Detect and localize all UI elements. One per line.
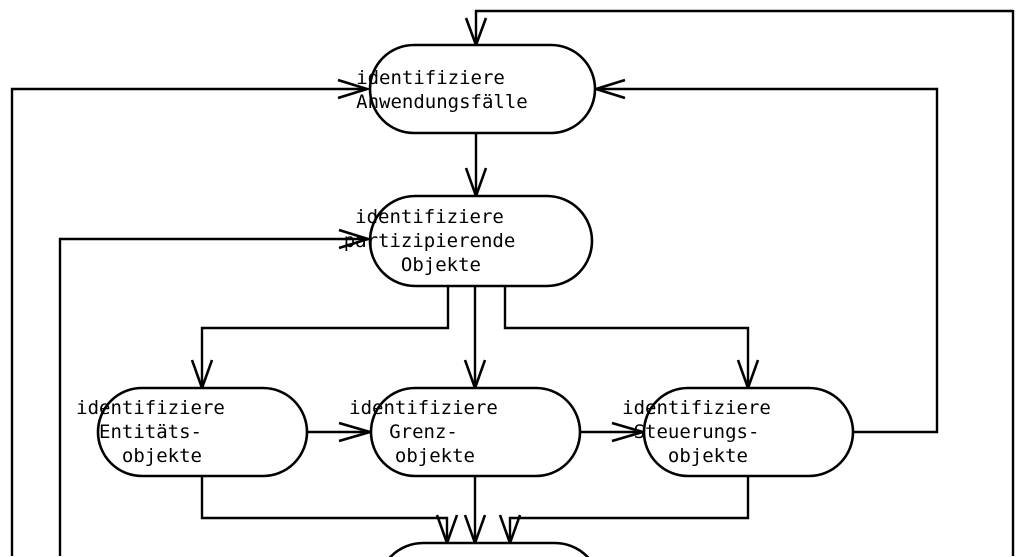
node-partizipierende-objekte-line-2: Objekte — [401, 254, 481, 276]
node-anwendungsfaelle-line-1: Anwendungsfälle — [356, 91, 528, 113]
node-entitaetsobjekte[interactable]: identifiziere Entitäts- objekte — [76, 386, 328, 478]
node-partizipierende-objekte-label: identifiziere partizipierende Objekte — [344, 206, 619, 276]
node-grenzobjekte[interactable]: identifiziere Grenz- objekte — [349, 386, 601, 478]
node-partizipierende-objekte-shape — [368, 194, 594, 288]
edge-partizipierende-to-entitaets — [200, 286, 450, 387]
edge-outer-left-rail — [10, 87, 365, 556]
node-entitaetsobjekte-label: identifiziere Entitäts- objekte — [76, 397, 328, 467]
node-grenzobjekte-shape — [369, 386, 582, 478]
node-grenzobjekte-line-1: Grenz- — [389, 421, 458, 443]
node-entitaetsobjekte-line-2: objekte — [122, 445, 202, 467]
node-entitaetsobjekte-line-1: Entitäts- — [99, 421, 202, 443]
edge-steuerungs-to-bottom — [508, 476, 750, 542]
node-partizipierende-objekte[interactable]: identifiziere partizipierende Objekte — [344, 194, 619, 288]
node-anwendungsfaelle-shape — [368, 43, 597, 135]
edge-partizipierende-to-steuerungs — [503, 286, 750, 387]
node-steuerungsobjekte-label: identifiziere Steuerungs- objekte — [622, 397, 874, 467]
edge-top-horizontal — [474, 9, 1013, 44]
node-anwendungsfaelle[interactable]: identifiziere Anwendungsfälle — [356, 43, 608, 135]
arrowhead-into-anwendungsfaelle-left — [337, 78, 372, 100]
node-naechster-schritt-shape — [388, 541, 590, 557]
edge-inner-left-rail — [58, 237, 366, 556]
node-partizipierende-objekte-line-0: identifiziere — [355, 206, 504, 228]
node-entitaetsobjekte-line-0: identifiziere — [76, 397, 225, 419]
node-anwendungsfaelle-line-0: identifiziere — [356, 67, 505, 89]
node-grenzobjekte-line-0: identifiziere — [349, 397, 498, 419]
node-steuerungsobjekte[interactable]: identifiziere Steuerungs- objekte — [622, 386, 874, 478]
node-naechster-schritt-abgeschnitten[interactable] — [378, 541, 600, 557]
node-steuerungsobjekte-line-2: objekte — [668, 445, 748, 467]
edge-entitaets-to-bottom — [200, 476, 449, 542]
arrowhead-into-partizipierende-left — [338, 228, 373, 250]
node-steuerungsobjekte-line-0: identifiziere — [622, 397, 771, 419]
node-steuerungsobjekte-shape — [642, 386, 855, 478]
node-entitaetsobjekte-shape — [96, 386, 309, 478]
edge-steuerungs-to-anwendungsfaelle-rail — [600, 87, 939, 434]
node-grenzobjekte-line-2: objekte — [395, 445, 475, 467]
node-anwendungsfaelle-label: identifiziere Anwendungsfälle — [356, 67, 608, 113]
node-steuerungsobjekte-line-1: Steuerungs- — [634, 421, 760, 443]
node-partizipierende-objekte-line-1: partizipierende — [344, 230, 516, 252]
node-grenzobjekte-label: identifiziere Grenz- objekte — [349, 397, 601, 467]
